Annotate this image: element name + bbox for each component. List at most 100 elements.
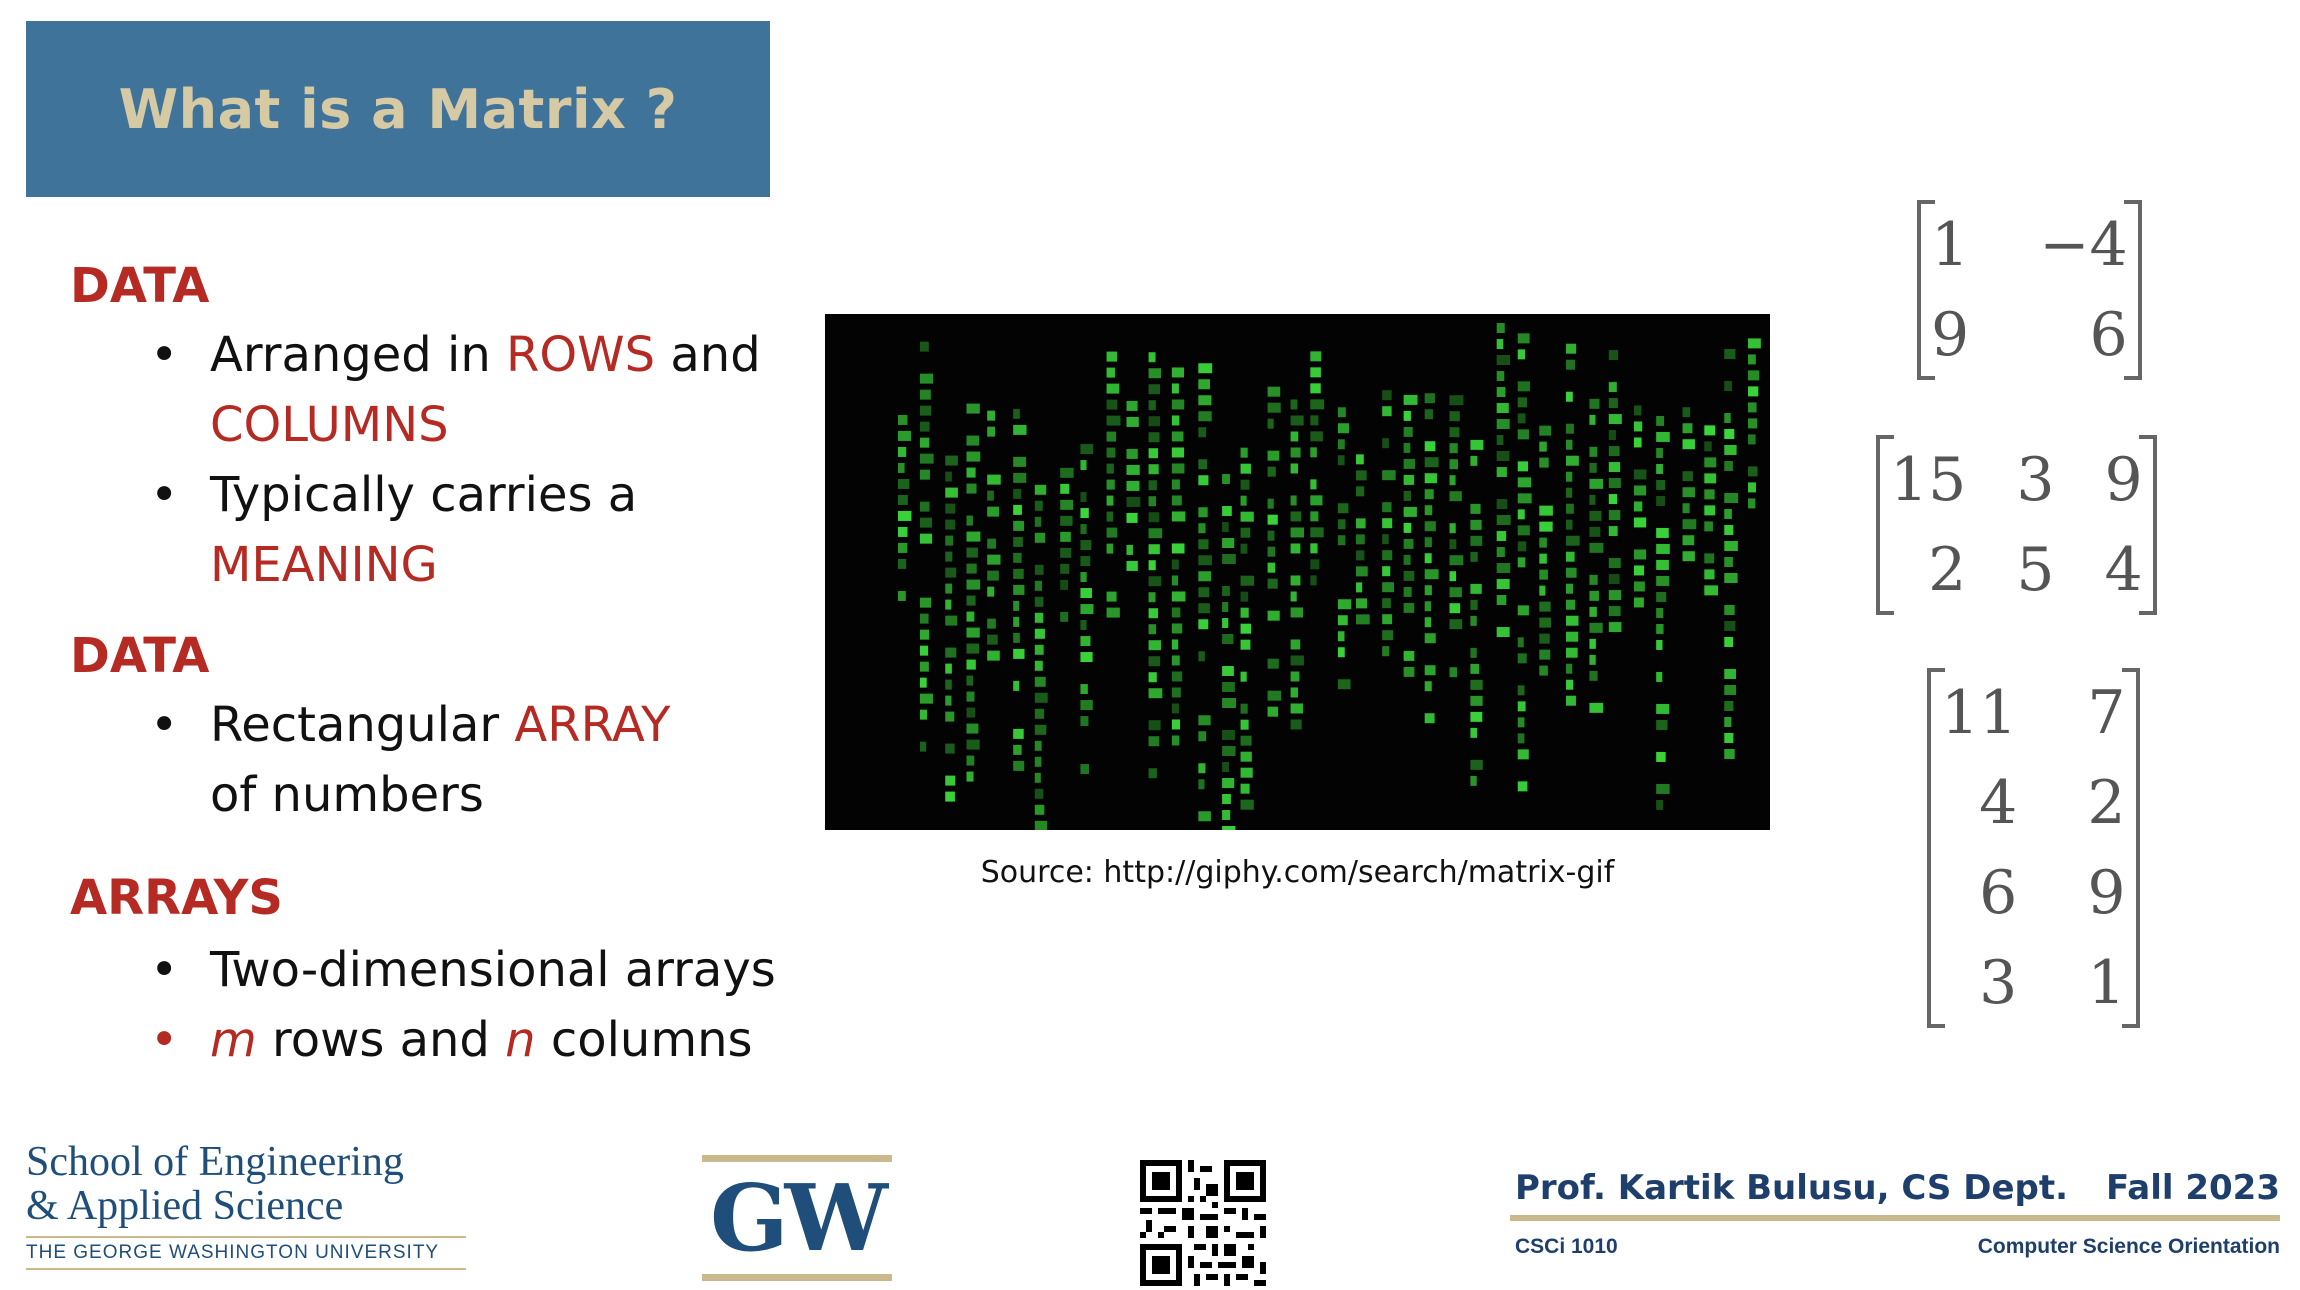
rain-glyph (1356, 598, 1368, 609)
rain-glyph (1470, 775, 1477, 786)
rain-glyph (1589, 478, 1603, 489)
rain-glyph (1608, 622, 1622, 633)
rain-glyph (1034, 692, 1048, 703)
rain-glyph (1424, 681, 1432, 692)
rain-glyph (1403, 410, 1411, 421)
rain-glyph (1449, 571, 1457, 582)
rain-glyph (1126, 448, 1138, 459)
rain-glyph (1034, 596, 1044, 607)
rain-glyph (919, 421, 930, 432)
rain-glyph (1424, 601, 1431, 612)
rain-glyph (1013, 744, 1022, 755)
rain-glyph (1171, 735, 1180, 746)
rain-glyph (945, 791, 955, 802)
rain-glyph (897, 478, 910, 489)
rain-glyph (1382, 630, 1394, 641)
rain-glyph (1013, 504, 1022, 515)
rain-glyph (1290, 415, 1304, 426)
rain-glyph (1656, 543, 1670, 554)
rain-glyph (1704, 489, 1715, 500)
rain-glyph (966, 627, 980, 638)
rain-glyph (1222, 826, 1236, 830)
rain-glyph (1682, 471, 1693, 482)
rain-glyph (1198, 379, 1211, 390)
rain-glyph (1566, 615, 1579, 626)
rain-glyph (1496, 403, 1509, 414)
rain-glyph (1034, 628, 1045, 639)
rain-glyph (1267, 466, 1276, 477)
rain-glyph (1656, 607, 1664, 618)
rain-glyph (1724, 428, 1735, 439)
rain-glyph (1496, 579, 1510, 590)
rain-glyph (1171, 431, 1184, 442)
rain-glyph (1517, 685, 1525, 696)
rain-glyph (1106, 607, 1120, 618)
rain-glyph (1470, 551, 1478, 562)
rain-glyph (1310, 559, 1320, 570)
rain-glyph (1517, 461, 1528, 472)
rain-glyph (1633, 405, 1642, 416)
rain-glyph (1539, 425, 1552, 436)
rain-glyph (1148, 352, 1156, 363)
bullet-text: of numbers (210, 767, 484, 823)
rain-glyph (1656, 527, 1669, 538)
rain-glyph (1337, 455, 1345, 466)
rain-glyph (1198, 475, 1209, 486)
rain-glyph (1080, 444, 1094, 455)
rain-glyph (1310, 479, 1317, 490)
rain-glyph (1517, 717, 1525, 728)
rain-glyph (1267, 418, 1274, 429)
rain-glyph (966, 707, 976, 718)
rain-glyph (1608, 526, 1618, 537)
rain-glyph (1126, 400, 1138, 411)
seas-line-2: & Applied Science (26, 1183, 344, 1229)
heading-data-1: DATA (70, 258, 210, 314)
rain-glyph (1290, 575, 1301, 586)
rain-glyph (1496, 419, 1510, 430)
rain-glyph (1566, 551, 1575, 562)
rain-glyph (1106, 447, 1116, 458)
rain-glyph (1267, 498, 1274, 509)
rain-glyph (1337, 439, 1345, 450)
rain-glyph (1608, 382, 1617, 393)
rain-glyph (1222, 634, 1234, 645)
professor-name: Prof. Kartik Bulusu, CS Dept. (1515, 1168, 2069, 1208)
rain-glyph (1034, 820, 1048, 830)
rain-glyph (919, 661, 929, 672)
rain-glyph (1517, 749, 1529, 760)
rain-glyph (1608, 462, 1621, 473)
rain-glyph (1222, 538, 1235, 549)
rain-glyph (1449, 475, 1456, 486)
bullet-text: and (655, 327, 761, 383)
rain-glyph (1148, 624, 1157, 635)
seas-line-1: School of Engineering (26, 1139, 404, 1185)
rain-glyph (1080, 764, 1089, 775)
rain-glyph (1704, 425, 1716, 436)
rain-glyph (1748, 434, 1756, 445)
rain-glyph (1337, 647, 1345, 658)
rain-glyph (1240, 671, 1247, 682)
rain-glyph (1034, 580, 1042, 591)
rain-glyph (1496, 531, 1507, 542)
rain-glyph (1449, 603, 1461, 614)
rain-glyph (1060, 563, 1070, 574)
rain-glyph (945, 583, 953, 594)
rain-glyph (1424, 505, 1433, 516)
rain-glyph (1608, 574, 1620, 585)
rain-glyph (1424, 489, 1434, 500)
rain-glyph (945, 471, 952, 482)
rain-glyph (1566, 439, 1573, 450)
rain-glyph (1171, 415, 1180, 426)
rain-glyph (945, 711, 955, 722)
rain-glyph (1013, 456, 1027, 467)
rain-glyph (1013, 584, 1025, 595)
rain-glyph (1656, 719, 1668, 730)
rain-glyph (1682, 519, 1697, 530)
rain-glyph (1222, 586, 1230, 597)
rain-glyph (1724, 668, 1736, 679)
rain-glyph (1470, 599, 1478, 610)
matrix-cell: 6 (2089, 300, 2128, 370)
rain-glyph (1496, 355, 1511, 366)
rain-glyph (1539, 553, 1547, 564)
rain-glyph (966, 403, 980, 414)
